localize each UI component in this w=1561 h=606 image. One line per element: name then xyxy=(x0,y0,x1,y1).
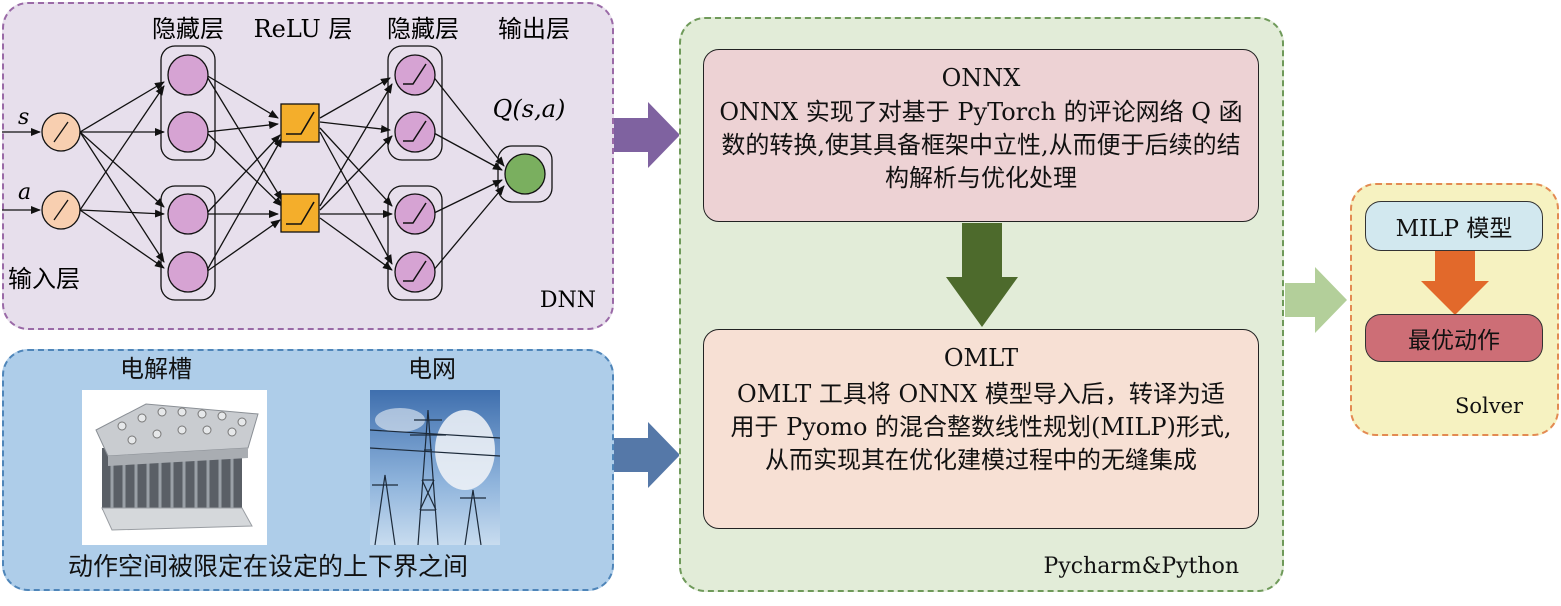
solver-panel-label: Solver xyxy=(1455,394,1524,418)
hidden-relu-neuron xyxy=(394,193,436,235)
hidden-layer-2-group-b xyxy=(387,185,443,301)
input-layer-label: 输入层 xyxy=(8,265,80,293)
dark-green-down-arrow xyxy=(946,223,1018,327)
action-space-caption: 动作空间被限定在设定的上下界之间 xyxy=(68,552,469,581)
omlt-description: OMLT 工具将 ONNX 模型导入后，转译为适用于 Pyomo 的混合整数线性… xyxy=(730,380,1232,474)
optimal-action-box: 最优动作 xyxy=(1365,314,1543,362)
hidden-neuron xyxy=(167,251,209,293)
output-label: Q(s,a) xyxy=(493,95,566,123)
layer-label: ReLU 层 xyxy=(254,15,353,43)
orange-down-arrow xyxy=(1421,251,1489,315)
hidden-neuron xyxy=(167,193,209,235)
output-group xyxy=(497,145,553,203)
input-label-s: s xyxy=(18,105,29,130)
hidden-relu-neuron xyxy=(394,251,436,293)
hidden-relu-neuron xyxy=(394,54,436,96)
purple-arrow xyxy=(614,102,680,168)
omlt-title: OMLT xyxy=(943,344,1019,372)
layer-label: 输出层 xyxy=(498,15,570,43)
dnn-connections xyxy=(2,74,505,273)
power-grid-photo xyxy=(370,390,500,545)
onnx-description: ONNX 实现了对基于 PyTorch 的评论网络 Q 函数的转换,使其具备框架… xyxy=(719,98,1243,192)
input-neuron-a xyxy=(41,190,81,230)
electrolyzer-label: 电解槽 xyxy=(120,355,192,383)
layer-label: 隐藏层 xyxy=(387,15,459,43)
input-label-a: a xyxy=(18,180,31,205)
onnx-title: ONNX xyxy=(941,64,1021,92)
hidden-neuron xyxy=(167,54,209,96)
grid-label: 电网 xyxy=(408,355,456,383)
output-neuron xyxy=(504,153,546,195)
dnn-panel-label: DNN xyxy=(540,288,596,313)
hidden-neuron xyxy=(167,111,209,153)
input-neuron-s xyxy=(41,112,81,152)
hidden-layer-1-group-a xyxy=(160,45,216,161)
pycharm-panel-label: Pycharm&Python xyxy=(1043,554,1239,579)
milp-model-box: MILP 模型 xyxy=(1365,201,1543,251)
layer-label: 隐藏层 xyxy=(152,15,224,43)
relu-unit xyxy=(280,103,320,143)
omlt-box: OMLT OMLT 工具将 ONNX 模型导入后，转译为适用于 Pyomo 的混… xyxy=(703,329,1259,529)
onnx-box: ONNX ONNX 实现了对基于 PyTorch 的评论网络 Q 函数的转换,使… xyxy=(703,49,1259,222)
electrolyzer-photo xyxy=(82,390,267,545)
relu-unit xyxy=(280,193,320,233)
light-green-arrow xyxy=(1285,267,1347,333)
blue-arrow xyxy=(614,422,680,488)
dnn-network-diagram: 隐藏层 ReLU 层 隐藏层 输出层 s a Q(s,a) 输入层 DNN xyxy=(2,15,596,313)
hidden-relu-neuron xyxy=(394,111,436,153)
hidden-layer-1-group-b xyxy=(160,185,216,301)
hidden-layer-2-group-a xyxy=(387,45,443,161)
